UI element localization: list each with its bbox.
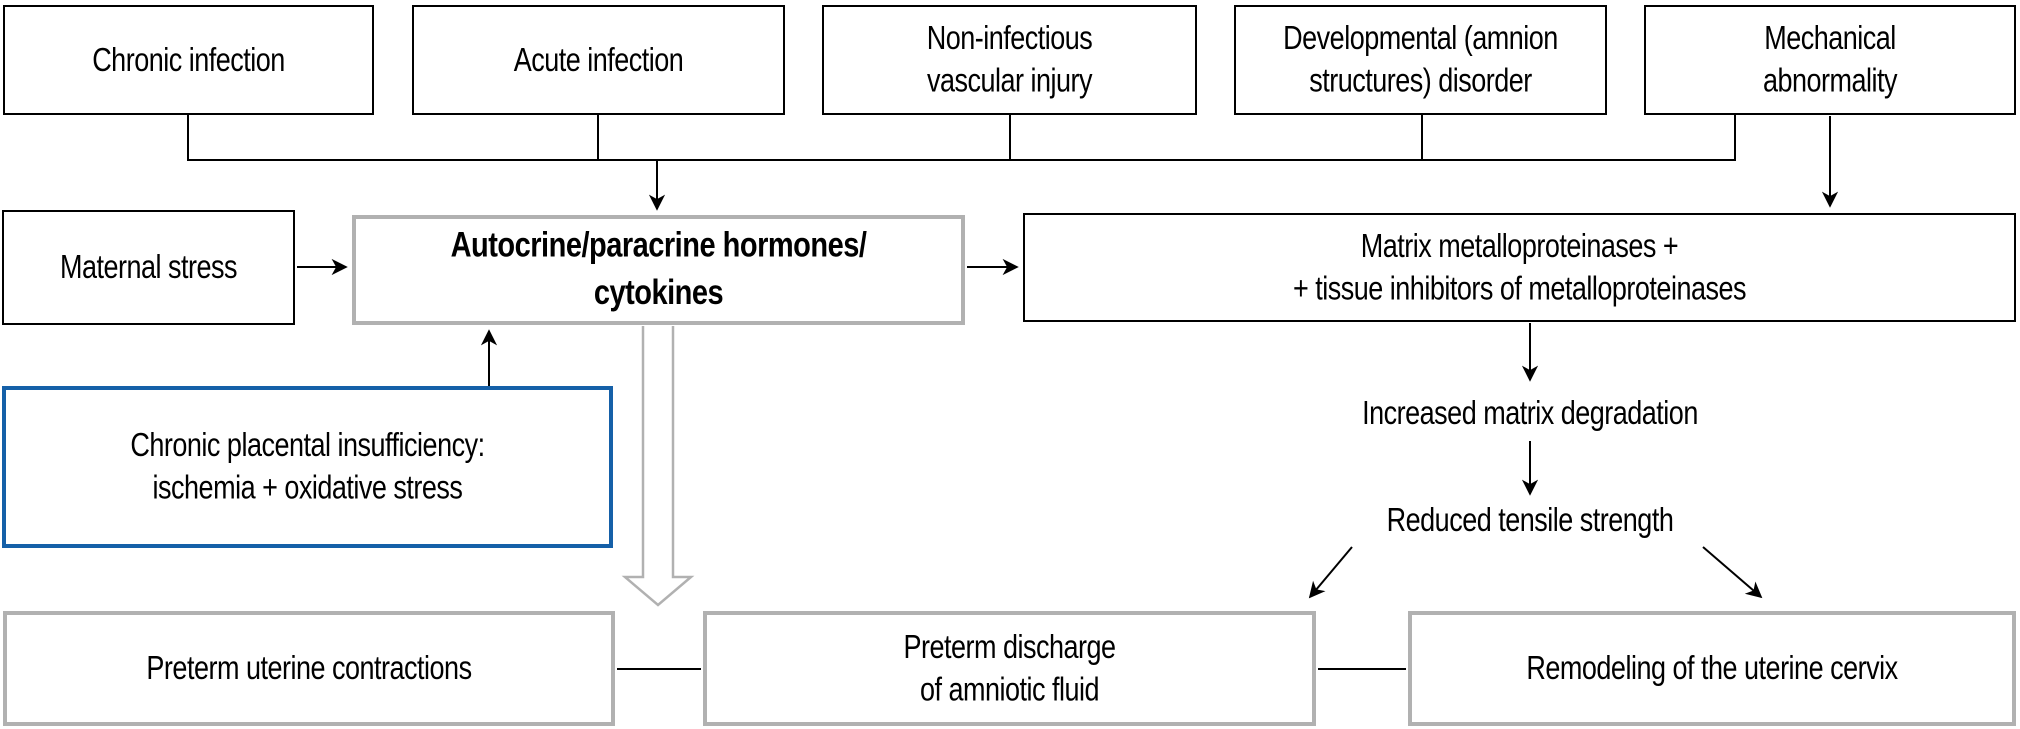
node-chronic-placental-insufficiency-label: Chronic placental insufficiency: ischemi… [130,426,485,507]
node-non-infectious-vascular-injury-label: Non-infectious vascular injury [926,19,1093,100]
text-increased-matrix-degradation: Increased matrix degradation [1330,390,1730,436]
node-non-infectious-vascular-injury: Non-infectious vascular injury [822,5,1197,115]
node-maternal-stress-label: Maternal stress [59,248,238,286]
node-chronic-infection-label: Chronic infection [92,41,285,78]
node-acute-infection: Acute infection [412,5,785,115]
text-reduced-tensile-strength: Reduced tensile strength [1330,497,1730,543]
node-matrix-metalloproteinases: Matrix metalloproteinases + + tissue inh… [1023,213,2016,322]
node-preterm-uterine-contractions-label: Preterm uterine contractions [146,649,472,687]
node-chronic-placental-insufficiency: Chronic placental insufficiency: ischemi… [2,386,613,548]
node-preterm-discharge: Preterm discharge of amniotic fluid [703,611,1316,726]
node-acute-infection-label: Acute infection [513,41,684,78]
node-cervix-remodeling: Remodeling of the uterine cervix [1408,611,2016,726]
node-chronic-infection: Chronic infection [3,5,374,115]
node-developmental-disorder-label: Developmental (amnion structures) disord… [1283,19,1558,100]
top-collector-line [187,115,1736,161]
hollow-arrow-autocrine-to-contractions [621,326,695,607]
node-autocrine-paracrine: Autocrine/paracrine hormones/ cytokines [352,215,965,325]
arrow-tensile-to-remodeling [1702,546,1763,599]
arrow-tensile-to-discharge [1308,546,1353,599]
node-mechanical-abnormality-label: Mechanical abnormality [1762,19,1898,100]
node-developmental-disorder: Developmental (amnion structures) disord… [1234,5,1607,115]
node-matrix-metalloproteinases-label: Matrix metalloproteinases + + tissue inh… [1292,227,1747,307]
text-increased-matrix-degradation-label: Increased matrix degradation [1362,394,1698,431]
node-preterm-uterine-contractions: Preterm uterine contractions [3,611,615,726]
node-autocrine-paracrine-label: Autocrine/paracrine hormones/ cytokines [450,226,867,313]
node-preterm-discharge-label: Preterm discharge of amniotic fluid [903,628,1116,708]
node-maternal-stress: Maternal stress [2,210,295,325]
node-mechanical-abnormality: Mechanical abnormality [1644,5,2016,115]
node-cervix-remodeling-label: Remodeling of the uterine cervix [1526,649,1898,687]
text-reduced-tensile-strength-label: Reduced tensile strength [1386,501,1674,538]
